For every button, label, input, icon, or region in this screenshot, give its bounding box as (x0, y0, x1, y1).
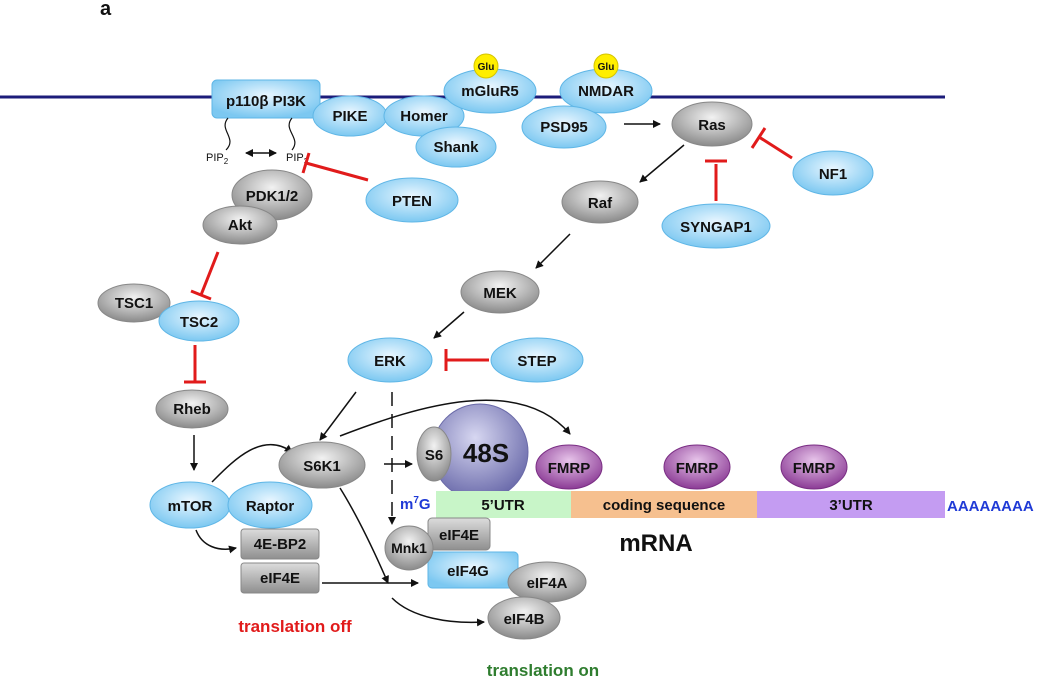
s6k1-node (278, 441, 366, 489)
step-node (490, 337, 584, 383)
shank-label: Shank (433, 139, 479, 156)
s6k1-to-fmrp-arrow (339, 399, 571, 437)
4ebp2-box (240, 528, 320, 560)
mtor-label: mTOR (168, 498, 213, 515)
mtor-to-4ebp2-arrow (195, 529, 237, 554)
utr5-label: 5’UTR (481, 497, 525, 514)
psd95-node (521, 105, 607, 149)
step-label: STEP (517, 353, 556, 370)
s6-node (416, 426, 452, 482)
erk-to-s6k1-arrow (319, 391, 357, 441)
mtor-to-s6k1-arrow (211, 443, 293, 483)
ras-label: Ras (698, 117, 726, 134)
erk-node (347, 337, 433, 383)
pdk-label: PDK1/2 (246, 188, 299, 205)
fmrp-node-3 (780, 444, 848, 490)
utr5-segment (436, 491, 571, 518)
s6k1-label: S6K1 (303, 458, 341, 475)
4ebp2-label: 4E-BP2 (254, 536, 307, 553)
glu-label-1: Glu (478, 62, 495, 73)
translation-on-label: translation on (487, 661, 599, 679)
raptor-node (227, 481, 313, 529)
psd95-label: PSD95 (540, 119, 588, 136)
utr3-segment (757, 491, 945, 518)
eif4b-node (487, 596, 561, 640)
homer-label: Homer (400, 108, 448, 125)
tsc1-node (97, 283, 171, 323)
shank-node (415, 126, 497, 168)
akt-label: Akt (228, 217, 252, 234)
fmrp-node-1 (535, 444, 603, 490)
fmrp-label-2: FMRP (676, 460, 719, 477)
nf1-inhibit-line (758, 135, 793, 160)
raf-node (561, 180, 639, 224)
glu-ligand-2 (593, 53, 619, 79)
utr3-label: 3’UTR (829, 497, 873, 514)
polya-tail: AAAAAAAA (947, 498, 1034, 515)
s6-label: S6 (425, 447, 443, 464)
nmdar-label: NMDAR (578, 83, 634, 100)
tsc2-label: TSC2 (180, 314, 218, 331)
mnk1-label: Mnk1 (391, 540, 427, 556)
nf1-inhibit-bar (750, 127, 767, 149)
pten-label: PTEN (392, 193, 432, 210)
fmrp-label-1: FMRP (548, 460, 591, 477)
fmrp-node-2 (663, 444, 731, 490)
eif4b-label: eIF4B (504, 611, 545, 628)
tsc2-node (158, 300, 240, 342)
mek-label: MEK (483, 285, 517, 302)
panel-label: a (100, 0, 112, 20)
glu-label-2: Glu (598, 62, 615, 73)
eif4e-off-label: eIF4E (260, 570, 300, 587)
akt-inhibit-bar (190, 289, 212, 301)
ras-to-raf-arrow (639, 144, 685, 183)
coding-segment (571, 491, 757, 518)
syngap1-node (661, 203, 771, 249)
pten-inhibit-bar (301, 152, 311, 174)
nf1-label: NF1 (819, 166, 847, 183)
pip3-tail (288, 117, 296, 151)
rheb-label: Rheb (173, 401, 211, 418)
tsc1-label: TSC1 (115, 295, 153, 312)
pten-node (365, 177, 459, 223)
nf1-node (792, 150, 874, 196)
erk-label: ERK (374, 353, 406, 370)
s6k1-to-eif4g-arrow (339, 487, 389, 584)
coding-label: coding sequence (603, 497, 726, 514)
rheb-node (155, 389, 229, 429)
mrna-label: mRNA (619, 530, 692, 557)
48s-label: 48S (463, 438, 509, 468)
eif4e-off-box (240, 562, 320, 594)
raf-label: Raf (588, 195, 613, 212)
p110-pi3k-label: p110β PI3K (226, 93, 306, 110)
mglur5-label: mGluR5 (461, 83, 519, 100)
mek-node (460, 270, 540, 314)
mek-to-erk-arrow (433, 311, 465, 339)
pten-inhibit-line (305, 161, 369, 182)
syngap1-label: SYNGAP1 (680, 219, 752, 236)
mnk1-node (384, 525, 434, 571)
akt-node (202, 205, 278, 245)
raf-to-mek-arrow (535, 233, 571, 269)
pike-label: PIKE (332, 108, 367, 125)
pip2-label: PIP2 (206, 152, 229, 166)
akt-inhibit-line (199, 251, 220, 296)
cap-label: m7G (400, 495, 431, 513)
to-eif4b-arrow (391, 597, 485, 627)
eif4e-on-label: eIF4E (439, 527, 479, 544)
translation-off-label: translation off (238, 617, 352, 636)
glu-ligand-1 (473, 53, 499, 79)
eif4g-label: eIF4G (447, 563, 489, 580)
raptor-label: Raptor (246, 498, 294, 515)
ras-node (671, 101, 753, 147)
fmrp-label-3: FMRP (793, 460, 836, 477)
pip2-tail (224, 117, 231, 151)
p110-pi3k-box (211, 79, 321, 119)
eif4a-label: eIF4A (527, 575, 568, 592)
